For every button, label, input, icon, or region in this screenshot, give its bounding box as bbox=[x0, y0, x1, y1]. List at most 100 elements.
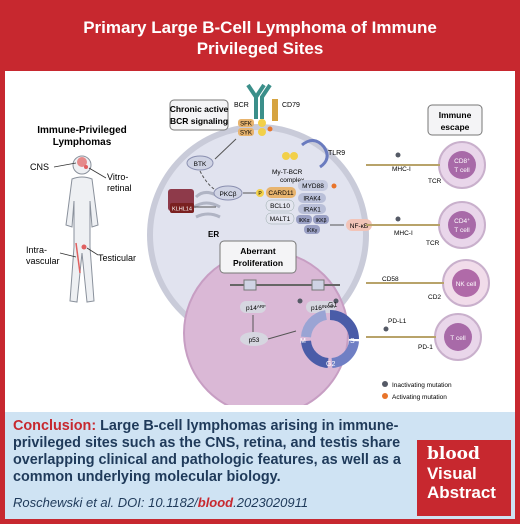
label-cd4: CD4+ bbox=[454, 217, 470, 225]
label-pkcb: PKCβ bbox=[219, 191, 236, 198]
irak4-node bbox=[298, 193, 326, 203]
vessel-icon bbox=[75, 242, 81, 274]
label-cd2: CD2 bbox=[428, 294, 441, 301]
label-myd88: MYD88 bbox=[302, 183, 324, 190]
title-banner: Primary Large B-Cell Lymphoma of Immune … bbox=[5, 5, 515, 71]
nfkb-node bbox=[346, 219, 372, 231]
label-p53: p53 bbox=[249, 337, 260, 344]
myd88-node bbox=[298, 180, 328, 191]
brain-icon bbox=[77, 157, 87, 167]
label-syk: SYK bbox=[240, 131, 252, 137]
conclusion-label: Conclusion: bbox=[13, 418, 97, 434]
irak1-node bbox=[298, 204, 326, 214]
btk-node bbox=[186, 155, 214, 171]
activating-mutation-icon bbox=[267, 126, 273, 132]
label-testicular: Testicular bbox=[98, 253, 136, 263]
label-ikka: IKKα bbox=[299, 218, 310, 224]
label-g1: G1 bbox=[328, 302, 337, 309]
label-sfk: SFK bbox=[240, 122, 252, 128]
label-tlr9: TLR9 bbox=[328, 150, 345, 157]
label-malt1: MALT1 bbox=[270, 216, 291, 223]
citation-suffix: .2023020911 bbox=[233, 495, 309, 510]
legend-inactivating-dot bbox=[382, 381, 388, 387]
label-er: ER bbox=[208, 230, 219, 239]
citation: Roschewski et al. DOI: 10.1182/blood.202… bbox=[13, 495, 308, 510]
label-p14: p14ARF bbox=[246, 304, 266, 312]
label-card11: CARD11 bbox=[268, 190, 294, 197]
label-bcr: BCR bbox=[234, 102, 249, 109]
label-cd4-tcell: T cell bbox=[454, 227, 470, 234]
escape-line-1: Immune bbox=[439, 110, 472, 120]
klhl14-node bbox=[170, 203, 194, 213]
inactivating-mutation-icon bbox=[333, 298, 339, 304]
label-intra-1: Intra- bbox=[26, 245, 47, 255]
label-cd8-tcell: T cell bbox=[454, 167, 470, 174]
phospho-icon bbox=[258, 119, 266, 127]
label-ikkg: IKKγ bbox=[307, 228, 318, 234]
label-my-t-bcr-1: My-T-BCR bbox=[272, 169, 303, 176]
card11-node bbox=[266, 187, 296, 198]
proliferation-box bbox=[219, 240, 297, 274]
pkcb-node bbox=[213, 185, 243, 201]
nucleus bbox=[183, 250, 349, 405]
testis-icon bbox=[81, 244, 87, 250]
arrow-icon bbox=[214, 138, 237, 160]
human-figure-icon bbox=[65, 155, 99, 303]
label-ikkb: IKKβ bbox=[316, 218, 327, 224]
label-mhc1-b: MHC-I bbox=[394, 230, 413, 237]
label-pd1: PD-1 bbox=[418, 344, 433, 351]
label-nkcell: NK cell bbox=[456, 281, 477, 288]
logo-blood: blood bbox=[427, 444, 480, 464]
proliferation-line-2: Proliferation bbox=[233, 258, 283, 268]
left-title-2: Lymphomas bbox=[53, 137, 112, 148]
label-tcr-a: TCR bbox=[428, 178, 442, 185]
conclusion-body: Large B-cell lymphomas arising in immune… bbox=[13, 418, 401, 485]
label-s: S bbox=[350, 338, 355, 345]
escape-line-2: escape bbox=[441, 122, 470, 132]
label-mhc1-a: MHC-I bbox=[392, 166, 411, 173]
eye-icon bbox=[84, 165, 88, 169]
label-m: M bbox=[300, 338, 306, 345]
immune-escape-box bbox=[427, 104, 483, 136]
label-nfkb: NF-κB bbox=[350, 223, 368, 230]
inactivating-mutation-icon bbox=[297, 298, 303, 304]
dashed-arrow-icon bbox=[199, 170, 215, 190]
conclusion-panel: Conclusion: Large B-cell lymphomas arisi… bbox=[5, 412, 515, 519]
label-pdl1: PD-L1 bbox=[388, 318, 407, 325]
label-tcr-b: TCR bbox=[426, 240, 440, 247]
malt1-node bbox=[265, 212, 295, 225]
cell-cycle-icon bbox=[301, 310, 359, 368]
legend-inactivating: Inactivating mutation bbox=[392, 382, 452, 389]
cd79-icon bbox=[272, 99, 278, 121]
label-irak1: IRAK1 bbox=[303, 208, 321, 214]
phospho-icon bbox=[258, 128, 266, 136]
label-tcell-d: T cell bbox=[450, 335, 466, 342]
label-cns: CNS bbox=[30, 162, 49, 172]
label-bcl10: BCL10 bbox=[270, 203, 290, 210]
proliferation-line-1: Aberrant bbox=[240, 246, 276, 256]
tlr9-icon bbox=[301, 139, 329, 169]
label-p: P bbox=[258, 191, 262, 197]
label-my-t-bcr-2: complex bbox=[280, 177, 305, 184]
label-p16: p16INK4A bbox=[311, 304, 335, 312]
label-btk: BTK bbox=[194, 161, 207, 168]
conclusion-text: Conclusion: Large B-cell lymphomas arisi… bbox=[13, 418, 408, 486]
title-line-2: Privileged Sites bbox=[196, 39, 324, 58]
syk-node bbox=[238, 128, 254, 136]
label-cd79: CD79 bbox=[282, 102, 300, 109]
logo-abstract: Abstract bbox=[427, 483, 496, 502]
label-vitro-2: retinal bbox=[107, 183, 132, 193]
bcl10-node bbox=[265, 199, 295, 212]
bcr-signaling-box bbox=[169, 99, 229, 131]
logo-visual: Visual bbox=[427, 464, 477, 483]
bcr-receptor-icon bbox=[246, 83, 272, 119]
citation-journal: blood bbox=[197, 495, 234, 510]
bcr-box-line-1: Chronic active bbox=[170, 104, 229, 114]
label-vitro-1: Vitro- bbox=[107, 172, 128, 182]
label-g2: G2 bbox=[326, 361, 335, 368]
ikka-node bbox=[296, 215, 312, 224]
legend-activating-dot bbox=[382, 393, 388, 399]
